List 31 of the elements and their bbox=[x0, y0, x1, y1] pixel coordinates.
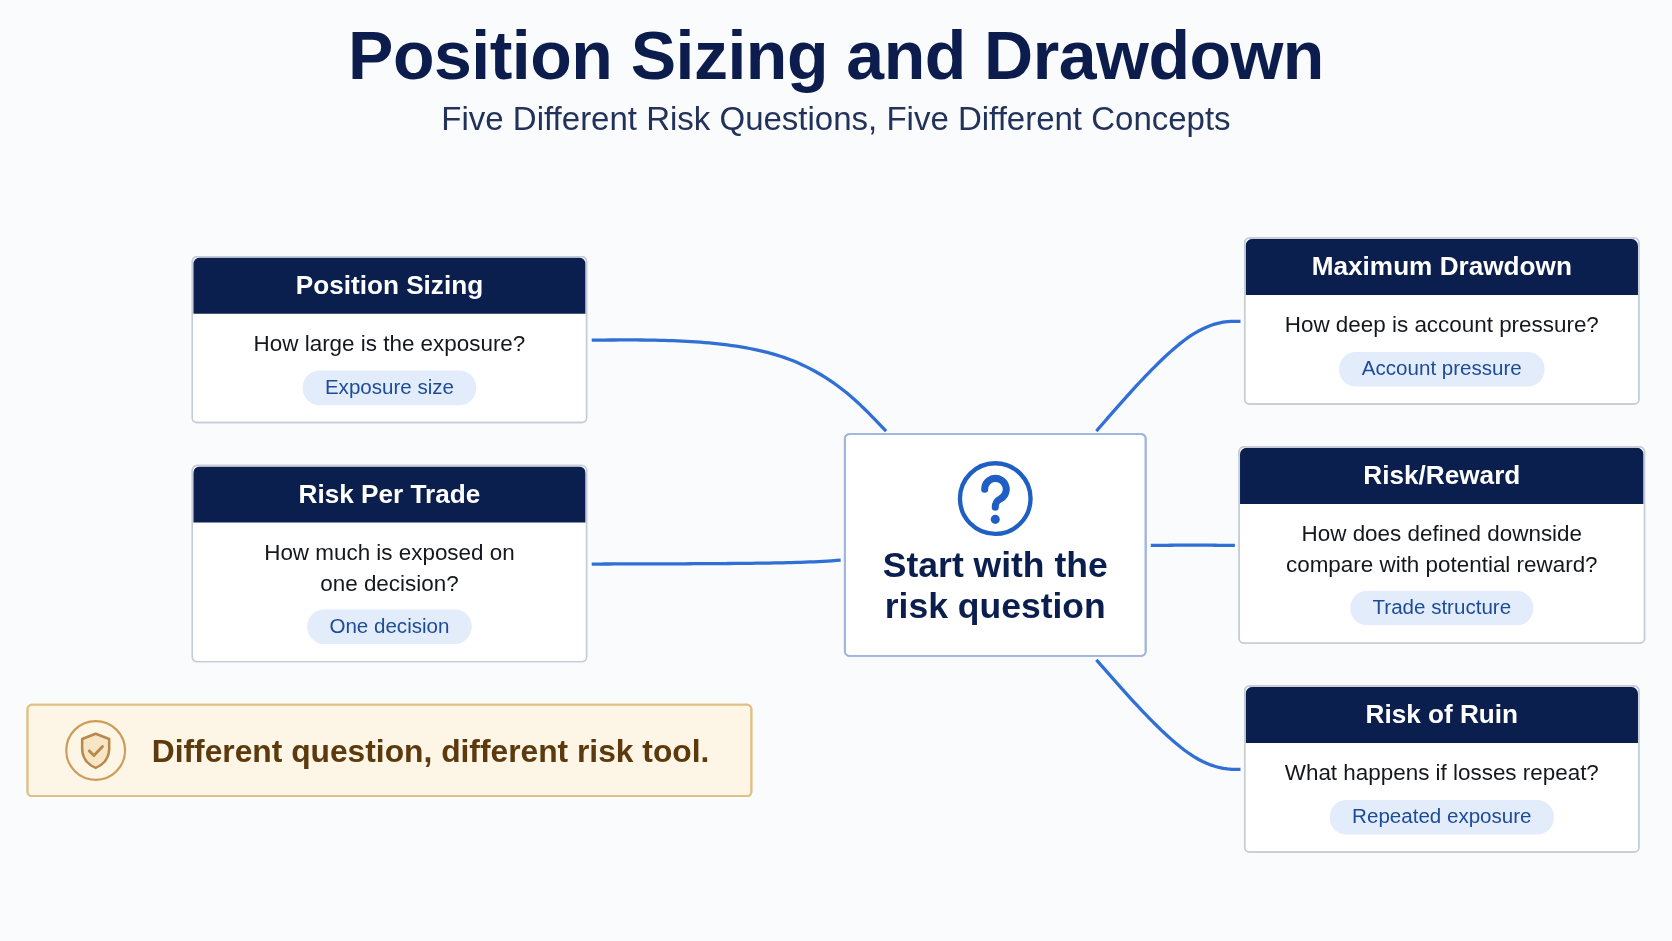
subtitle: Five Different Risk Questions, Five Different Concepts bbox=[441, 98, 1231, 139]
connector-line bbox=[1095, 658, 1241, 772]
central-question-card bbox=[843, 433, 1147, 657]
question-text: What happens if losses repeat? bbox=[1283, 759, 1600, 788]
title: Position Sizing and Drawdown bbox=[348, 18, 1324, 93]
concept-card bbox=[1244, 237, 1640, 405]
question-text: How does defined downside compare with potential reward? bbox=[1285, 520, 1599, 579]
card-header: Position Sizing bbox=[193, 257, 586, 314]
hub-title: Start with the risk question bbox=[881, 545, 1109, 628]
tag-pill: One decision bbox=[307, 609, 472, 644]
tag-pill: Exposure size bbox=[302, 370, 477, 405]
tag-pill: Account pressure bbox=[1339, 351, 1545, 387]
question-text: How large is the exposure? bbox=[252, 329, 527, 359]
card-header: Risk Per Trade bbox=[193, 466, 586, 523]
concept-card bbox=[191, 464, 588, 663]
connector-line bbox=[591, 558, 841, 566]
card-header: Risk/Reward bbox=[1240, 447, 1644, 505]
connector-line bbox=[591, 338, 888, 433]
connector-line bbox=[1150, 543, 1235, 548]
takeaway-text: Different question, different risk tool. bbox=[151, 731, 711, 770]
tag-pill: Trade structure bbox=[1350, 590, 1534, 626]
tag-pill: Repeated exposure bbox=[1329, 799, 1554, 835]
question-text: How deep is account pressure? bbox=[1283, 311, 1600, 340]
concept-card bbox=[1244, 685, 1640, 853]
connector-line bbox=[1095, 319, 1241, 433]
question-text: How much is exposed on one decision? bbox=[263, 538, 516, 598]
card-header: Maximum Drawdown bbox=[1245, 239, 1638, 296]
concept-card bbox=[1238, 446, 1646, 644]
card-header: Risk of Ruin bbox=[1245, 687, 1638, 744]
concept-card bbox=[191, 255, 588, 424]
takeaway-banner bbox=[26, 703, 753, 798]
